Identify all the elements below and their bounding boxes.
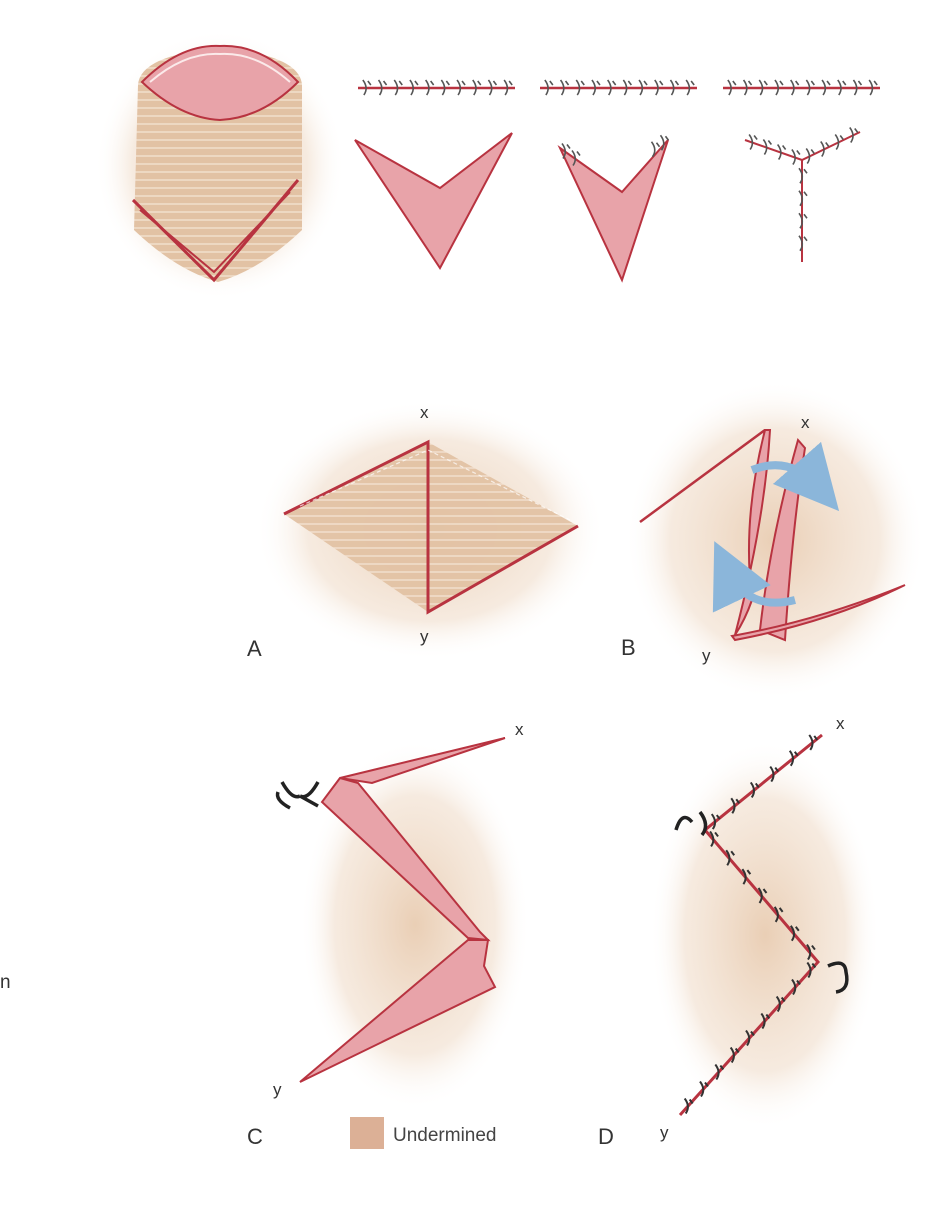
point-x-label-a: x: [420, 403, 429, 422]
suture-stitch: [659, 134, 670, 151]
suture-stitch: [852, 79, 863, 96]
panel-d-label: D: [598, 1124, 614, 1149]
suture-stitch: [571, 150, 581, 166]
suture-stitch: [709, 830, 719, 848]
suture-stitch: [805, 148, 815, 164]
panel-a-label: A: [247, 636, 262, 661]
suture-stitch: [654, 79, 664, 96]
suture-stitch: [409, 79, 419, 96]
suture-stitch: [789, 79, 800, 96]
point-y-label-d: y: [660, 1123, 669, 1142]
suture-stitch: [669, 79, 680, 96]
suture-stitch: [591, 79, 601, 96]
suture-stitch: [820, 141, 830, 157]
suture-stitch: [773, 906, 784, 923]
suture-stitch: [748, 134, 758, 150]
suture-stitch: [456, 79, 466, 96]
suture-stitch: [710, 813, 721, 830]
suture-stitch: [487, 79, 498, 96]
suture-stitch: [806, 943, 816, 961]
suture-stitch: [362, 79, 372, 96]
panel-b-label: B: [621, 635, 636, 660]
suture-stitch: [683, 1097, 694, 1115]
suture-stitch: [837, 79, 847, 96]
suture-stitch: [742, 79, 753, 96]
suture-stitch: [798, 235, 808, 252]
v-closing-step: [540, 79, 697, 283]
v-y-advancement-row: [95, 30, 880, 300]
suture-stitch: [834, 134, 844, 150]
suture-stitch: [730, 797, 741, 814]
suture-stitch: [849, 127, 859, 143]
suture-stitch: [472, 79, 482, 96]
suture-stitch: [760, 1012, 771, 1030]
skin-block-with-defect: [95, 30, 345, 300]
panel-c-diagram: [275, 737, 530, 1110]
suture-stitch: [789, 925, 800, 942]
suture-stitch: [775, 995, 786, 1013]
suture-stitch: [791, 149, 801, 165]
skin-hook-icon: [674, 810, 708, 837]
suture-stitch: [544, 79, 554, 96]
suture-stitch: [377, 79, 388, 96]
panel-b-diagram: [625, 380, 925, 700]
suture-stitch: [805, 79, 815, 96]
panel-c-label: C: [247, 1124, 263, 1149]
suture-stitch: [561, 143, 571, 159]
suture-stitch: [774, 79, 784, 96]
suture-stitch: [769, 765, 780, 783]
suture-stitch: [729, 1046, 740, 1064]
point-x-label-d: x: [836, 714, 845, 733]
suture-stitch: [575, 79, 585, 96]
suture-stitch: [650, 141, 661, 158]
suture-stitch: [758, 79, 768, 96]
suture-stitch: [788, 750, 799, 767]
panel-a-diagram: [255, 400, 605, 660]
y-closure-step: [723, 79, 880, 262]
suture-stitch: [685, 79, 695, 96]
suture-stitch: [791, 978, 801, 996]
suture-stitch: [638, 79, 648, 96]
suture-stitch: [503, 79, 513, 96]
suture-stitch: [749, 781, 760, 798]
suture-stitch: [806, 961, 817, 979]
skin-hook-icon: [275, 781, 320, 810]
suture-stitch: [424, 79, 435, 96]
suture-stitch: [741, 868, 752, 885]
suture-stitch: [606, 79, 617, 96]
suture-stitch: [757, 887, 768, 904]
rotation-arrow-icon: [750, 441, 840, 512]
point-y-label-b: y: [702, 646, 711, 665]
suture-stitch: [559, 79, 570, 96]
suture-stitch: [699, 1080, 709, 1098]
panel-d-diagram: [650, 733, 880, 1130]
point-y-label-a: y: [420, 627, 429, 646]
v-defect-step: [354, 79, 515, 270]
suture-stitch: [821, 79, 831, 96]
suture-stitch: [393, 79, 403, 96]
suture-stitch: [622, 79, 632, 96]
undermined-legend-swatch: [350, 1117, 384, 1149]
skin-hook-icon: [827, 961, 849, 994]
suture-stitch: [725, 849, 736, 866]
suture-stitch: [762, 139, 773, 155]
rotation-arrow-icon: [712, 541, 796, 613]
suture-stitch: [798, 212, 808, 229]
suture-stitch: [776, 144, 787, 160]
suture-stitch: [727, 79, 737, 96]
suture-stitch: [798, 190, 808, 207]
suture-stitch: [868, 79, 878, 96]
point-y-label-c: y: [273, 1080, 282, 1099]
suture-stitch: [440, 79, 450, 96]
side-text-fragment: n: [0, 972, 11, 993]
point-x-label-b: x: [801, 413, 810, 432]
suture-stitch: [714, 1063, 725, 1081]
undermined-legend-label: Undermined: [393, 1125, 497, 1146]
point-x-label-c: x: [515, 720, 524, 739]
suture-stitch: [745, 1029, 755, 1047]
suture-stitch: [798, 167, 808, 184]
suture-stitch: [808, 734, 819, 751]
